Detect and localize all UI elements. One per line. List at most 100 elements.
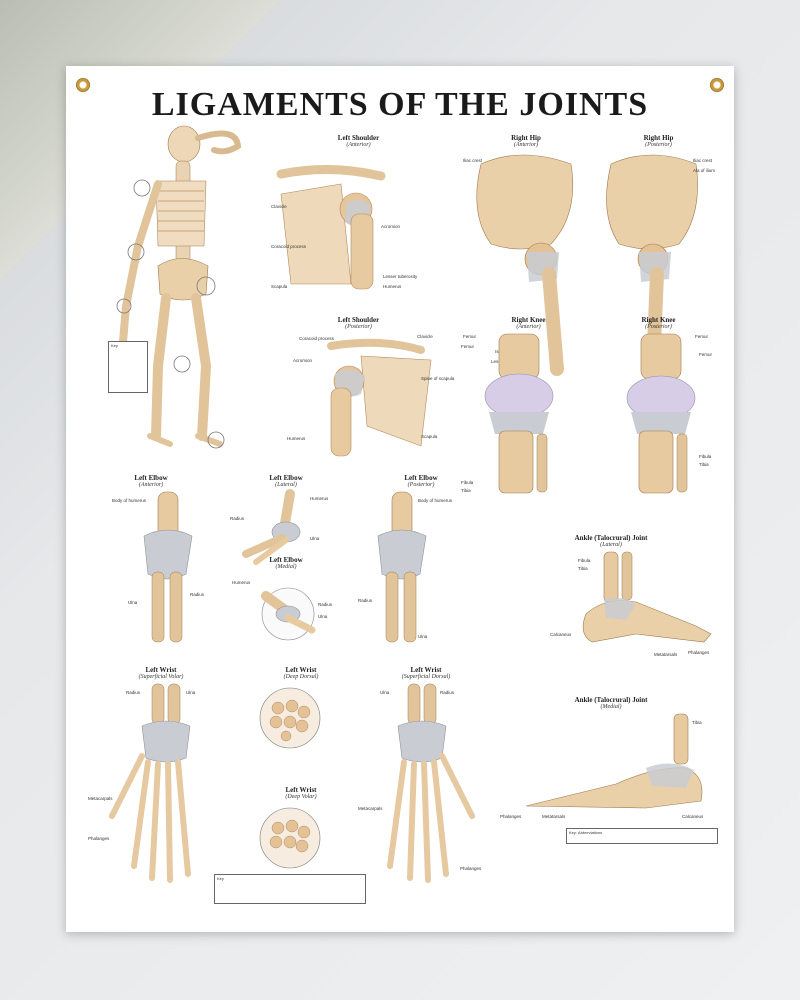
skeleton-key-box: Key [108,341,148,393]
label-coracoid: Coracoid process [271,244,307,249]
panel-elbow-lateral: Left Elbow (Lateral) Humerus Radius Ulna [226,474,346,569]
panel-view: (Anterior) [138,482,164,488]
label-body-of-humerus: Body of humerus [112,498,147,503]
label-humerus: Humerus [287,436,306,441]
ankle-key-title: Key: Abbreviations [569,830,603,835]
panel-title: Right Knee [511,316,546,324]
label-ulna: Ulna [318,614,328,619]
panel-view: (Superficial Volar) [138,674,184,680]
label-scapula: Scapula [271,284,288,289]
label-humerus: Humerus [383,284,402,289]
panel-title: Right Hip [511,134,541,142]
label-spine-of-scapula: Spine of scapula [421,376,455,381]
label-metacarpals: Metacarpals [358,806,383,811]
knee-anterior-illustration [484,333,554,494]
shoulder-anterior-illustration [276,164,386,290]
label-fibula: Fibula [699,454,712,459]
panel-ankle-medial: Ankle (Talocrural) Joint (Medial) Tibia … [496,696,726,844]
label-ulna: Ulna [310,536,320,541]
panel-wrist-superficial-volar: Left Wrist (Superficial Volar) Radius Ul… [86,666,236,896]
label-calcaneus: Calcaneus [682,814,704,819]
panel-view: (Anterior) [513,142,539,148]
panel-elbow-anterior: Left Elbow (Anterior) Body of humerus Ra… [86,474,216,644]
hip-anterior-illustration [476,154,574,376]
panel-view: (Posterior) [645,324,672,330]
hip-posterior-illustration [606,154,698,376]
panel-title: Ankle (Talocrural) Joint [574,696,648,704]
skeleton-figure [116,125,242,449]
label-clavicle: Clavicle [417,334,433,339]
panel-view: (Posterior) [407,482,435,488]
panel-view: (Medial) [600,704,622,710]
shoulder-posterior-illustration [327,338,432,457]
panel-elbow-posterior: Left Elbow (Posterior) Body of humerus R… [356,474,486,644]
panel-title: Left Shoulder [337,316,380,324]
label-fibula: Fibula [461,480,474,485]
skeleton-panel: Key [86,125,246,456]
panel-title: Left Wrist [410,666,442,674]
label-coracoid: Coracoid process [299,336,335,341]
panel-view: (Anterior) [516,324,541,330]
ankle-medial-illustration [525,713,703,809]
label-ulna: Ulna [380,690,390,695]
panel-view: (Posterior) [645,142,672,148]
ankle-key-box: Key: Abbreviations [566,828,718,844]
label-femur: Femur [699,352,713,357]
label-iliac-crest: Iliac crest [693,158,713,163]
ankle-lateral-illustration [582,551,712,643]
panel-title: Left Wrist [285,786,317,794]
anatomy-poster: LIGAMENTS OF THE JOINTS Key [66,66,734,932]
panel-title: Left Elbow [404,474,438,482]
label-iliac-crest: Iliac crest [463,158,483,163]
label-tibia: Tibia [692,720,702,725]
panel-title: Left Wrist [285,666,317,674]
label-body-of-humerus: Body of humerus [418,498,453,503]
panel-view: (Lateral) [600,542,622,548]
panel-shoulder-anterior: Left Shoulder (Anterior) Clavicle Acromi… [271,134,446,294]
panel-title: Right Hip [643,134,674,142]
panel-knee-posterior: Right Knee (Posterior) Femur Fibula Tibi… [591,316,726,496]
wrist-key-title: Key [217,876,224,881]
panel-view: (Deep Dorsal) [283,674,319,680]
label-ulna: Ulna [186,690,196,695]
label-femur: Femur [461,344,475,349]
label-ulna: Ulna [418,634,428,639]
elbow-posterior-illustration [377,491,427,643]
panel-ankle-lateral: Ankle (Talocrural) Joint (Lateral) Fibul… [496,534,726,684]
hand-dorsal-illustration [387,683,475,883]
label-ala-of-ilium: Ala of ilium [693,168,716,173]
panel-title: Left Elbow [269,474,303,482]
label-radius: Radius [440,690,455,695]
knee-posterior-illustration [626,333,696,494]
panel-view: (Posterior) [345,324,372,330]
wrist-key-box: Key [214,874,366,904]
panel-wrist-deep-dorsal: Left Wrist (Deep Dorsal) [246,666,356,776]
label-ulna: Ulna [128,600,138,605]
wrist-deep-dorsal-illustration [259,687,321,749]
label-scapula: Scapula [421,434,438,439]
panel-wrist-superficial-dorsal: Left Wrist (Superficial Dorsal) Radius U… [356,666,496,896]
panel-hip-posterior: Right Hip (Posterior) Iliac crest Ala of… [591,134,726,376]
label-calcaneus: Calcaneus [550,632,572,637]
label-radius: Radius [318,602,333,607]
label-radius: Radius [230,516,245,521]
panel-title: Left Elbow [269,556,303,564]
label-phalanges: Phalanges [88,836,110,841]
elbow-lateral-illustration [242,489,301,565]
label-phalanges: Phalanges [688,650,710,655]
panel-title: Left Elbow [134,474,168,482]
label-acromion: Acromion [381,224,401,229]
label-phalanges: Phalanges [500,814,522,819]
grommet-right-icon [710,78,724,92]
label-fibula: Fibula [578,558,591,563]
panel-title: Right Knee [641,316,676,324]
panel-elbow-medial: Left Elbow (Medial) Humerus Radius Ulna [226,556,346,656]
label-metatarsals: Metatarsals [542,814,566,819]
label-humerus: Humerus [310,496,329,501]
label-femur: Femur [695,334,709,339]
label-tibia: Tibia [578,566,588,571]
wrist-deep-volar-illustration [259,807,321,869]
panel-title: Left Wrist [145,666,177,674]
label-acromion: Acromion [293,358,313,363]
label-radius: Radius [126,690,141,695]
